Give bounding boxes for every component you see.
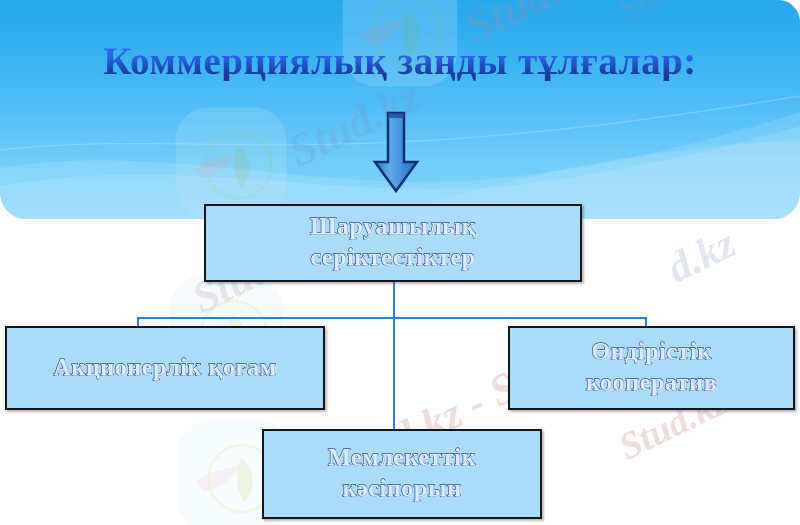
text-watermark: d.kz bbox=[660, 220, 743, 293]
diagram-box-right[interactable]: Өндірістік кооператив bbox=[508, 326, 795, 410]
diagram-box-label: Мемлекеттік кәсіпорын bbox=[327, 445, 476, 503]
diagram-box-label: Акционерлік қоғам bbox=[53, 354, 277, 381]
connector-top-vertical bbox=[393, 282, 395, 318]
down-arrow-icon bbox=[372, 111, 420, 194]
diagram-box-left[interactable]: Акционерлік қоғам bbox=[5, 326, 325, 410]
diagram-box-bottom[interactable]: Мемлекеттік кәсіпорын bbox=[262, 429, 542, 519]
connector-horizontal-bar bbox=[137, 317, 647, 319]
diagram-box-top[interactable]: Шаруашылық серіктестіктер bbox=[204, 204, 582, 282]
diagram-box-label: Шаруашылық серіктестіктер bbox=[309, 214, 477, 272]
banner-swoosh-decoration bbox=[0, 95, 800, 219]
connector-left-vertical bbox=[137, 317, 139, 328]
connector-center-vertical bbox=[393, 317, 395, 431]
diagram-box-label: Өндірістік кооператив bbox=[585, 339, 718, 397]
connector-right-vertical bbox=[645, 317, 647, 328]
slide-title: Коммерциялық заңды тұлғалар: bbox=[0, 42, 800, 81]
